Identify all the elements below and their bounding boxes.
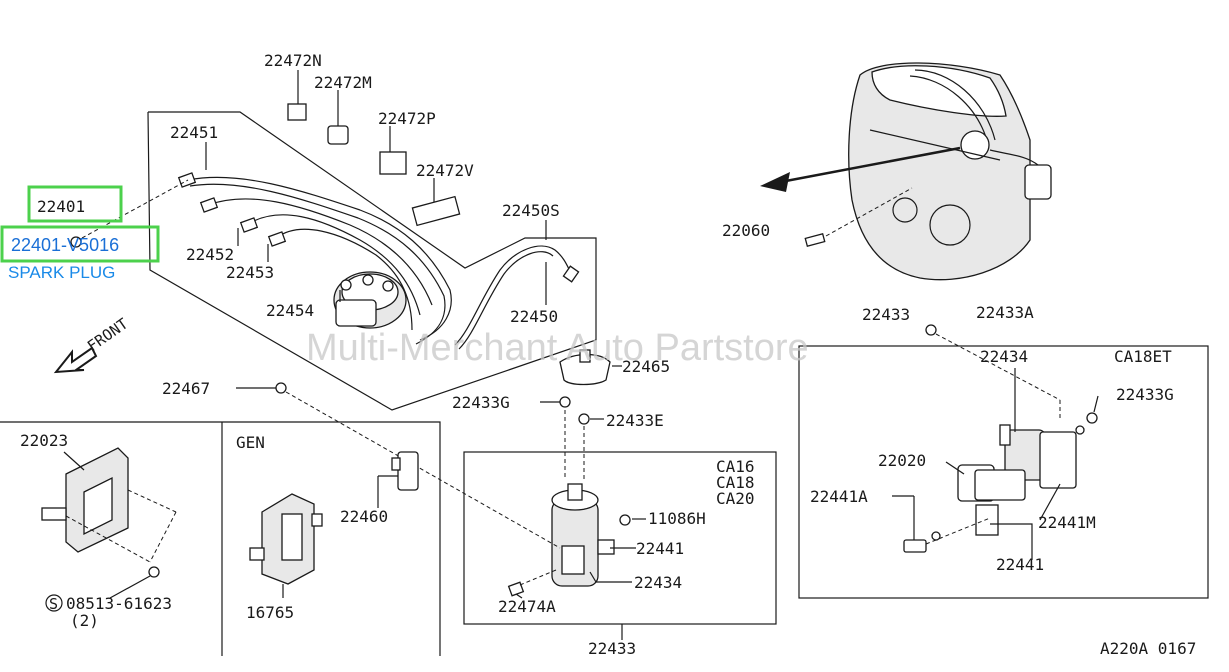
label-22441: 22441 (636, 539, 684, 558)
label-22020: 22020 (878, 451, 926, 470)
label-22023: 22023 (20, 431, 68, 450)
resistor-22460 (236, 382, 561, 549)
label-22433-top: 22433 (862, 305, 910, 324)
label-22453: 22453 (226, 263, 274, 282)
part-number-22401-V5016[interactable]: 22401-V5016 (11, 235, 119, 255)
label-ca16: CA16 (716, 457, 755, 476)
label-22434-right: 22434 (980, 347, 1028, 366)
label-22452: 22452 (186, 245, 234, 264)
label-08513-qty: (2) (70, 611, 99, 630)
label-22450: 22450 (510, 307, 558, 326)
label-22441M: 22441M (1038, 513, 1096, 532)
diagram-code: A220A 0167 (1100, 639, 1196, 658)
label-22472N: 22472N (264, 51, 322, 70)
bolt-symbol: S (49, 595, 58, 613)
ca18et-panel (798, 324, 1209, 599)
label-22434: 22434 (634, 573, 682, 592)
label-22451: 22451 (170, 123, 218, 142)
label-22474A: 22474A (498, 597, 556, 616)
label-16765: 16765 (246, 603, 294, 622)
front-arrow-left: FRONT (53, 315, 131, 374)
label-ca20: CA20 (716, 489, 755, 508)
coil-panel (463, 349, 777, 640)
spark-plug-highlight[interactable]: 22401 22401-V5016 SPARK PLUG (0, 185, 160, 282)
label-22433A: 22433A (976, 303, 1034, 322)
ignition-cable-panel (70, 103, 597, 411)
sensor-22060 (804, 187, 913, 247)
highlight-box-part-number[interactable] (0, 225, 160, 263)
label-22401[interactable]: 22401 (37, 197, 85, 216)
leader-lines-cable (205, 70, 547, 305)
part-labels: 22472N 22472M 22472P 22472V 22451 22452 … (20, 51, 1196, 658)
watermark: Multi-Merchant Auto Partstore (306, 327, 809, 369)
engine-overview (848, 62, 1052, 281)
front-label: FRONT (84, 315, 131, 356)
label-22433-bottom: 22433 (588, 639, 636, 658)
label-22433G: 22433G (452, 393, 510, 412)
label-22465: 22465 (622, 357, 670, 376)
label-22472V: 22472V (416, 161, 474, 180)
spark-plug-caption: SPARK PLUG (8, 263, 115, 282)
label-22433E: 22433E (606, 411, 664, 430)
front-arrow-engine (760, 146, 961, 192)
control-unit-panel (0, 421, 441, 656)
label-22460: 22460 (340, 507, 388, 526)
label-11086H: 11086H (648, 509, 706, 528)
label-22454: 22454 (266, 301, 314, 320)
label-ca18: CA18 (716, 473, 755, 492)
label-22472M: 22472M (314, 73, 372, 92)
label-22060: 22060 (722, 221, 770, 240)
label-22441A: 22441A (810, 487, 868, 506)
label-08513-61623: 08513-61623 (66, 594, 172, 613)
highlight-box-22401[interactable] (27, 185, 123, 223)
label-22467: 22467 (162, 379, 210, 398)
label-22433G-right: 22433G (1116, 385, 1174, 404)
label-22441-right: 22441 (996, 555, 1044, 574)
label-ca18et: CA18ET (1114, 347, 1172, 366)
label-gen: GEN (236, 433, 265, 452)
label-22450S: 22450S (502, 201, 560, 220)
label-22472P: 22472P (378, 109, 436, 128)
